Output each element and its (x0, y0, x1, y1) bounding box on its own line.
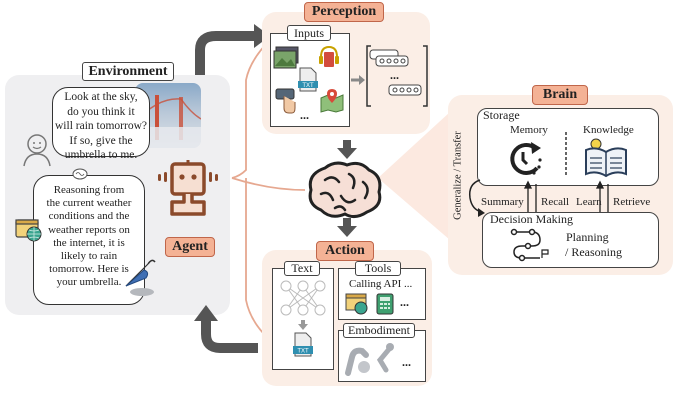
calculator-icon (376, 293, 394, 315)
svg-text:TXT: TXT (302, 83, 314, 89)
touch-input-icon (275, 88, 296, 114)
text-file-input-icon: TXT (298, 67, 318, 92)
umbrella-icon (125, 259, 156, 296)
inputs-label: Inputs (287, 25, 331, 41)
user-speech-bubble: Look at the sky, do you think it will ra… (52, 87, 150, 161)
user-bubble-line: umbrella to me. (64, 149, 138, 161)
agent-label: Agent (165, 237, 215, 257)
down-arrow-perception-icon (337, 140, 357, 159)
tokens-ellipsis: ... (390, 68, 399, 82)
image-input-icon (273, 46, 299, 69)
action-title: Action (316, 241, 374, 261)
generalize-transfer-label: Generalize / Transfer (452, 131, 464, 220)
text-output-label: Text (284, 261, 320, 276)
agent-bubble-line: your umbrella. (56, 276, 122, 289)
embodiment-label: Embodiment (343, 323, 415, 338)
robot-leg-icon (376, 343, 394, 373)
agent-bubble-line: weather reports on (48, 223, 130, 236)
planning-path-icon (510, 228, 549, 262)
user-icon (23, 134, 51, 167)
storage-divider (565, 132, 567, 176)
agent-robot-icon (158, 160, 218, 216)
reasoning-label: / Reasoning (565, 245, 622, 259)
token-embeddings-icon (366, 45, 428, 107)
audio-input-icon (319, 45, 339, 67)
user-bubble-line: If so, give the (69, 134, 133, 147)
environment-title: Environment (82, 62, 174, 81)
retrieve-label: Retrieve (613, 196, 651, 208)
agent-bubble-line: likely to rain (60, 250, 118, 263)
recall-label: Recall (541, 196, 570, 208)
arrow-to-environment-icon (194, 305, 258, 353)
tools-caption: Calling API ... (349, 278, 413, 290)
storage-label: Storage (483, 108, 520, 122)
knowledge-label: Knowledge (583, 124, 634, 136)
tools-ellipsis: ... (400, 295, 409, 309)
neural-network-icon (280, 280, 326, 316)
agent-bubble-line: the internet, it is (53, 236, 125, 249)
perception-title: Perception (304, 2, 384, 22)
agent-bubble-line: tomorrow. Here is (49, 263, 129, 276)
learn-label: Learn (576, 196, 602, 208)
user-bubble-line: Look at the sky, (64, 91, 138, 103)
summary-label: Summary (481, 196, 524, 208)
brain-title: Brain (532, 85, 588, 105)
decision-making-box (482, 212, 659, 268)
brain-icon (308, 161, 382, 219)
memory-label: Memory (510, 124, 548, 136)
planning-label: Planning (566, 230, 609, 244)
map-input-icon (320, 89, 344, 113)
thinking-brain-icon (72, 168, 88, 180)
knowledge-book-icon (585, 138, 627, 178)
robot-arm-icon (345, 347, 370, 376)
embodiment-ellipsis: ... (402, 355, 411, 369)
txt-file-output-icon: TXT (293, 332, 313, 357)
output-down-arrow-icon (298, 320, 308, 330)
agent-speech-bubble: Reasoning from the current weather condi… (33, 175, 145, 305)
user-bubble-line: do you think it (67, 105, 135, 118)
web-api-icon (345, 293, 368, 315)
decision-making-label: Decision Making (490, 212, 573, 226)
generalize-loop-arrow-icon (468, 179, 485, 217)
tokenize-arrow-icon (351, 75, 365, 85)
tools-label: Tools (355, 261, 401, 276)
storage-box (477, 108, 659, 186)
txt-badge: TXT (297, 349, 309, 355)
agent-bubble-line: the current weather (46, 197, 132, 210)
web-browser-icon (15, 219, 42, 242)
memory-clock-icon (510, 142, 542, 175)
inputs-ellipsis: ... (300, 108, 309, 122)
agent-bubble-line: conditions and the (48, 210, 130, 223)
down-arrow-action-icon (337, 218, 357, 237)
arrow-to-perception-icon (195, 24, 270, 75)
agent-bubble-line: Reasoning from (53, 184, 125, 196)
user-bubble-line: will rain tomorrow? (55, 120, 147, 132)
